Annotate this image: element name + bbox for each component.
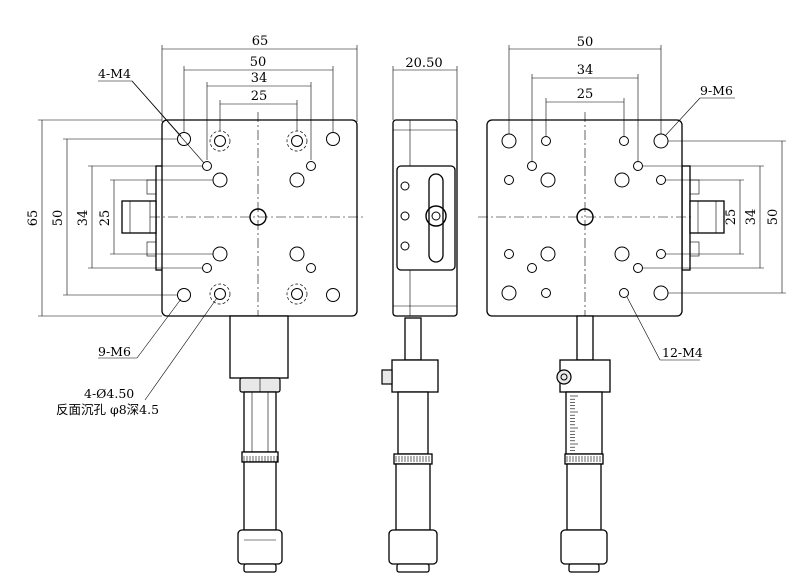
side-ratchet [388, 529, 438, 565]
rear-thimble [566, 463, 602, 531]
side-shaft [404, 317, 422, 361]
front-callout-m6: 9-M6 [98, 344, 131, 359]
front-dim-25-left: 25 [98, 210, 113, 227]
rear-view: 50 34 25 25 34 50 9-M6 12-M4 [478, 35, 786, 573]
front-stage-plate [161, 119, 358, 317]
front-view: 65 50 34 25 65 50 34 25 4-M4 9-M6 4-Ø4.5… [26, 34, 365, 573]
rear-ratchet [560, 529, 608, 565]
side-slot [428, 173, 444, 263]
front-dim-25-top: 25 [251, 89, 268, 104]
rear-callout-m4: 12-M4 [662, 345, 703, 360]
front-callout-counterbore-1: 4-Ø4.50 [84, 386, 134, 401]
front-ratchet [237, 529, 283, 565]
rear-sleeve-scale [570, 395, 578, 451]
front-callout-leaders [98, 80, 218, 401]
front-holes [177, 130, 340, 305]
rear-dim-25-top: 25 [577, 87, 594, 102]
side-end-cap [396, 563, 430, 573]
side-view: 20.50 [381, 56, 458, 573]
rear-callout-leaders [626, 97, 735, 361]
front-dim-34-left: 34 [76, 210, 91, 227]
front-dim-lines [38, 45, 358, 317]
rear-right-knob [689, 200, 725, 234]
rear-clamp-screw [556, 369, 572, 385]
rear-right-tab-top [689, 179, 700, 195]
front-dim-65-top: 65 [252, 34, 269, 49]
rear-end-cap [568, 563, 600, 573]
side-clamp-screw [381, 369, 393, 385]
front-dim-50-left: 50 [51, 210, 66, 227]
side-knob [425, 205, 447, 227]
front-callout-counterbore-2: 反面沉孔 φ8深4.5 [56, 402, 159, 417]
front-thimble-ring [241, 451, 279, 463]
front-dim-65-left: 65 [26, 210, 41, 227]
front-housing [229, 315, 289, 379]
front-end-cap [243, 563, 277, 573]
rear-callout-m6: 9-M6 [700, 83, 733, 98]
rear-dim-lines [508, 45, 786, 294]
rear-dim-34-top: 34 [577, 63, 594, 78]
front-callout-m4: 4-M4 [98, 66, 131, 81]
side-dim-width: 20.50 [405, 56, 442, 71]
rear-stage-plate [486, 119, 683, 317]
rear-dim-25-right: 25 [724, 209, 739, 226]
front-left-tab-bottom [146, 241, 157, 257]
rear-holes [501, 133, 669, 301]
rear-sleeve [565, 391, 603, 455]
front-left-tab-top [146, 179, 157, 195]
rear-right-block [681, 165, 691, 271]
thimble-knurl-marks [243, 456, 601, 462]
rear-dim-50-top: 50 [577, 35, 594, 50]
rear-dim-34-right: 34 [744, 209, 759, 226]
side-sleeve [397, 391, 429, 455]
front-thimble [243, 461, 277, 531]
front-dim-34-top: 34 [251, 71, 268, 86]
front-sleeve [243, 391, 277, 453]
rear-shaft [576, 315, 594, 361]
rear-right-tab-bottom [689, 241, 700, 257]
rear-dim-50-right: 50 [766, 209, 781, 226]
side-thimble [395, 463, 431, 531]
front-dim-50-top: 50 [250, 55, 267, 70]
side-clamp [391, 359, 439, 393]
